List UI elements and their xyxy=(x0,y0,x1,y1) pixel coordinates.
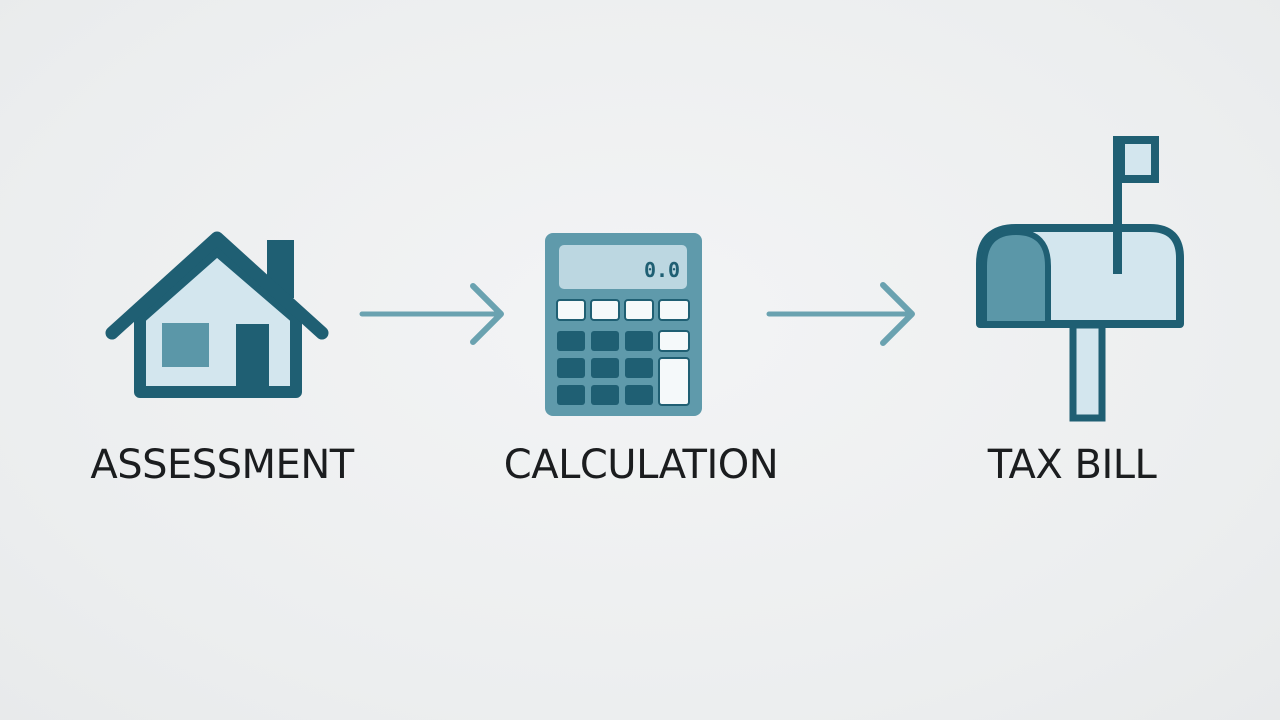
calculator-equals-key xyxy=(658,357,690,406)
step-label-tax-bill: TAX BILL xyxy=(987,442,1157,488)
calculator-icon: 0.0 xyxy=(545,233,702,416)
house-icon xyxy=(105,231,329,398)
calculator-display xyxy=(559,245,687,289)
calculator-key xyxy=(625,331,653,351)
mailbox-post xyxy=(1069,321,1106,422)
calculator-key xyxy=(625,358,653,378)
calculator-key xyxy=(591,358,619,378)
mailbox-flag xyxy=(1117,136,1159,183)
calculator-display-text: 0.0 xyxy=(644,258,680,282)
mailbox-flag-pole xyxy=(1113,136,1122,274)
step-label-assessment: ASSESSMENT xyxy=(90,442,354,488)
calculator-key xyxy=(591,331,619,351)
door xyxy=(236,324,269,392)
mailbox-door xyxy=(981,229,1051,327)
calculator-key xyxy=(557,358,585,378)
calculator-key xyxy=(591,385,619,405)
calculator-key xyxy=(658,330,690,352)
calculator-key xyxy=(658,299,690,321)
step-label-calculation: CALCULATION xyxy=(503,442,779,488)
calculator-key xyxy=(624,299,654,321)
calculator-key xyxy=(557,331,585,351)
roof xyxy=(105,231,329,340)
calculator-key xyxy=(590,299,620,321)
calculator-key xyxy=(557,385,585,405)
calculator-key xyxy=(556,299,586,321)
window xyxy=(162,323,209,367)
mailbox-icon xyxy=(976,136,1184,422)
calculator-key xyxy=(625,385,653,405)
arrow-1 xyxy=(359,283,504,345)
arrow-2 xyxy=(766,282,915,346)
